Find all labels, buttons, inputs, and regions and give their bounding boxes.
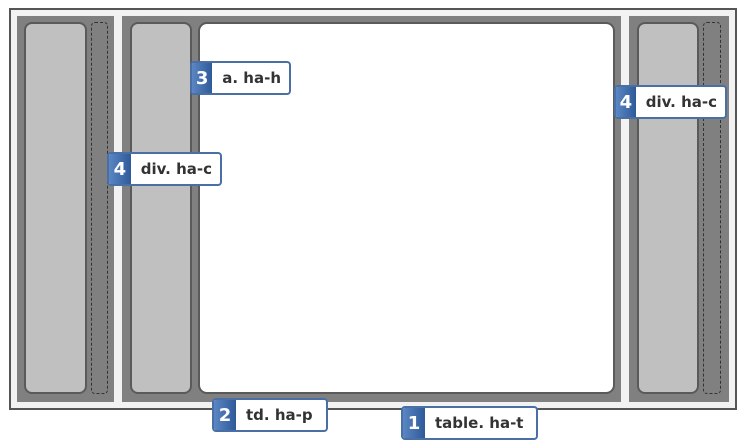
right-dashed-strip — [703, 22, 721, 394]
callout-label: div. ha-c — [140, 160, 212, 178]
callout-label: td. ha-p — [246, 406, 313, 424]
left-dashed-strip — [91, 22, 108, 394]
callout-number: 4 — [109, 154, 131, 184]
callout-div-ha-c-left: 4 div. ha-c — [107, 152, 222, 186]
callout-number: 3 — [192, 63, 213, 93]
callout-label: div. ha-c — [645, 93, 717, 111]
callout-label: table. ha-t — [435, 414, 524, 432]
callout-label: a. ha-h — [222, 69, 281, 87]
main-content-panel — [198, 22, 615, 394]
callout-div-ha-c-right: 4 div. ha-c — [614, 85, 727, 119]
left-panel — [24, 22, 87, 394]
right-panel — [637, 22, 699, 394]
callout-number: 4 — [616, 87, 636, 117]
center-side-panel — [130, 22, 192, 394]
callout-td-ha-p: 2 td. ha-p — [212, 398, 328, 432]
callout-number: 1 — [403, 408, 425, 438]
callout-a-ha-h: 3 a. ha-h — [190, 61, 291, 95]
callout-number: 2 — [214, 400, 236, 430]
callout-table-ha-t: 1 table. ha-t — [401, 406, 538, 440]
